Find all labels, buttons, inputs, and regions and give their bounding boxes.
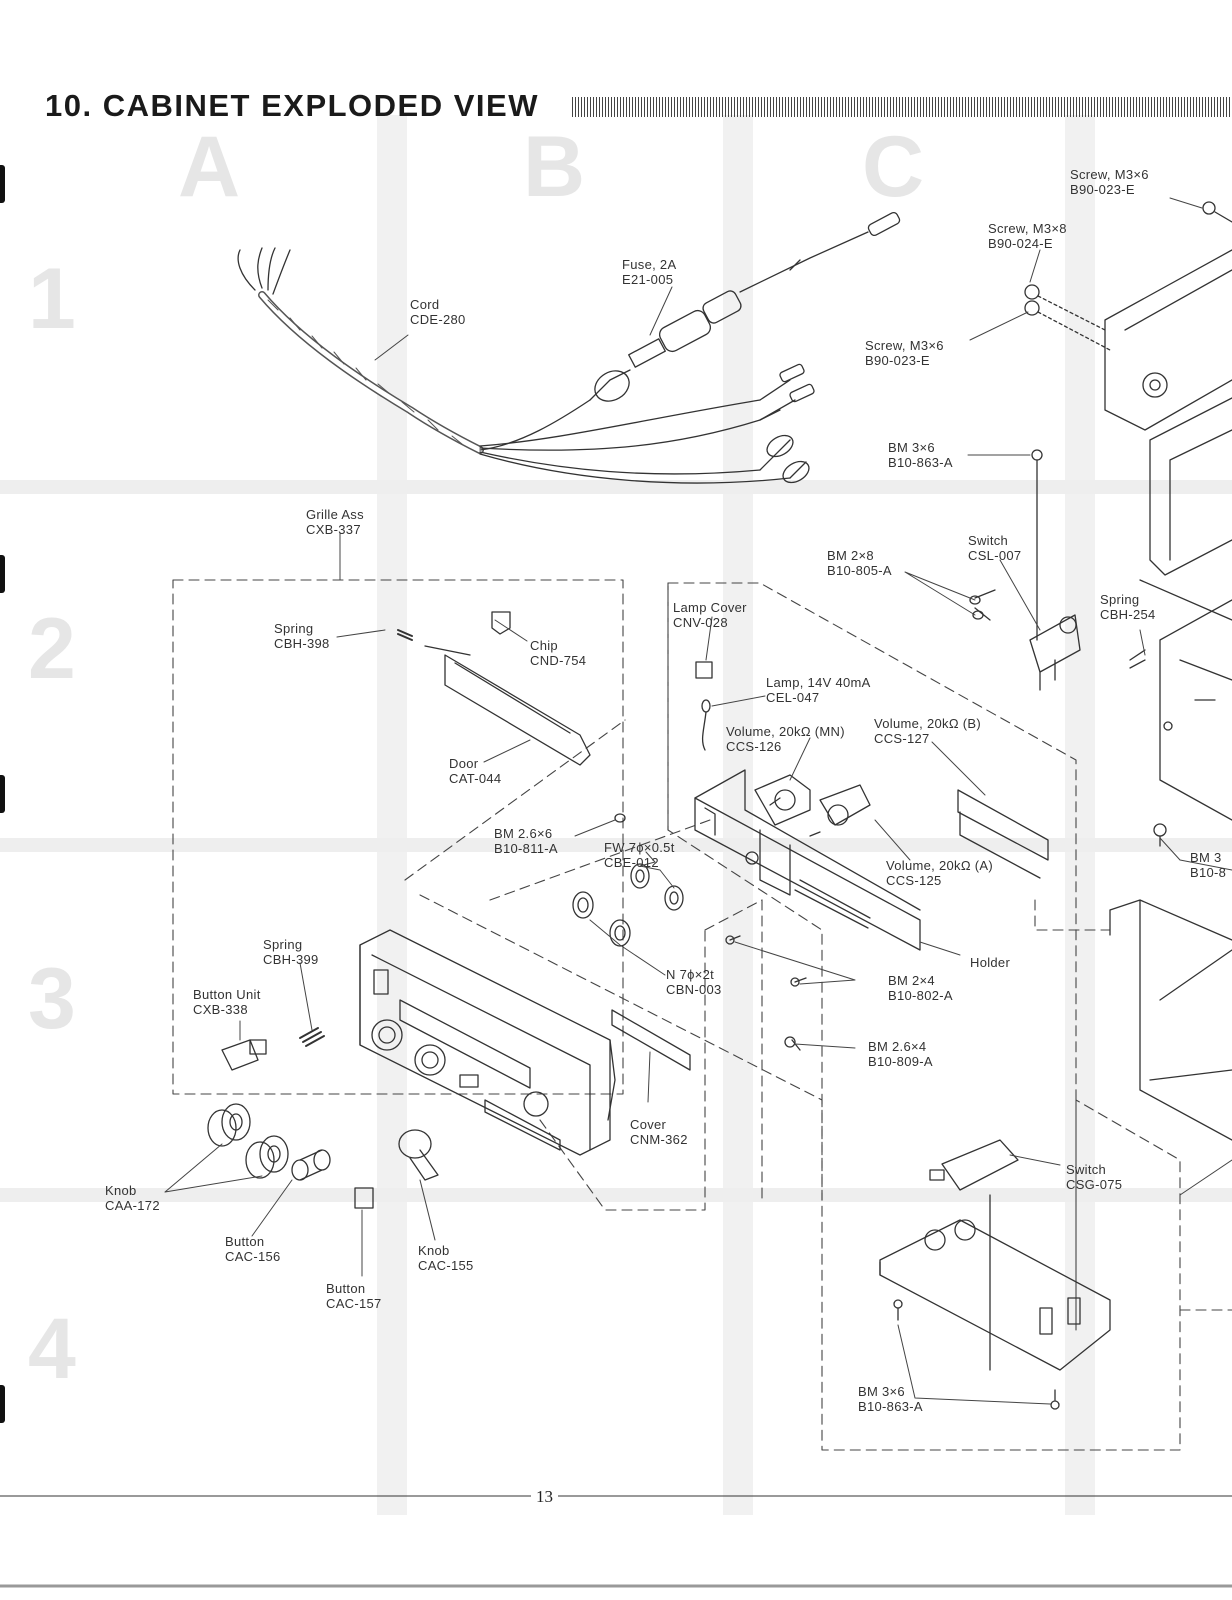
zone-row-3: 3 <box>28 951 76 1047</box>
binding-hole <box>0 555 5 593</box>
label-holder: Holder <box>970 955 1011 970</box>
grille-assembly-boundary <box>172 579 624 1095</box>
zone-column-c: C <box>862 119 925 215</box>
cord-harness <box>237 211 901 484</box>
grid-row-band <box>0 838 1232 852</box>
knobs-buttons <box>207 1027 439 1209</box>
binding-hole <box>0 1385 5 1423</box>
zone-row-2: 2 <box>28 601 76 697</box>
label-volume-a: Volume, 20kΩ (A)CCS-125 <box>886 858 994 888</box>
zone-row-4: 4 <box>28 1301 76 1397</box>
washers-nuts <box>572 813 807 1051</box>
cover-cnm-362 <box>611 1009 691 1071</box>
page-number: 13 <box>531 1487 558 1507</box>
binding-hole <box>0 775 5 813</box>
grid-row-band <box>0 480 1232 494</box>
grid-column-band <box>723 115 753 1515</box>
label-volume-mn: Volume, 20kΩ (MN)CCS-126 <box>726 724 845 754</box>
grid-row-band <box>0 1188 1232 1202</box>
pcb-board <box>879 1139 1111 1410</box>
zone-column-b: B <box>523 119 586 215</box>
lamp-parts <box>695 661 713 751</box>
zone-column-a: A <box>178 119 241 215</box>
grid-column-band <box>1065 115 1095 1515</box>
switch-csl-007 <box>969 589 1146 691</box>
binding-hole <box>0 165 5 203</box>
label-volume-b: Volume, 20kΩ (B)CCS-127 <box>874 716 982 746</box>
chassis-assembly-boundary <box>667 582 1181 1451</box>
holder-bracket <box>694 769 1049 951</box>
zone-row-1: 1 <box>28 251 76 347</box>
grid-column-band <box>377 115 407 1515</box>
page-title: 10. CABINET EXPLODED VIEW <box>45 88 539 123</box>
chassis-top <box>1024 201 1232 1141</box>
leader-lines <box>164 197 1232 1405</box>
title-rule <box>572 97 1232 117</box>
grille-parts <box>397 611 591 766</box>
front-grille <box>359 929 691 1156</box>
